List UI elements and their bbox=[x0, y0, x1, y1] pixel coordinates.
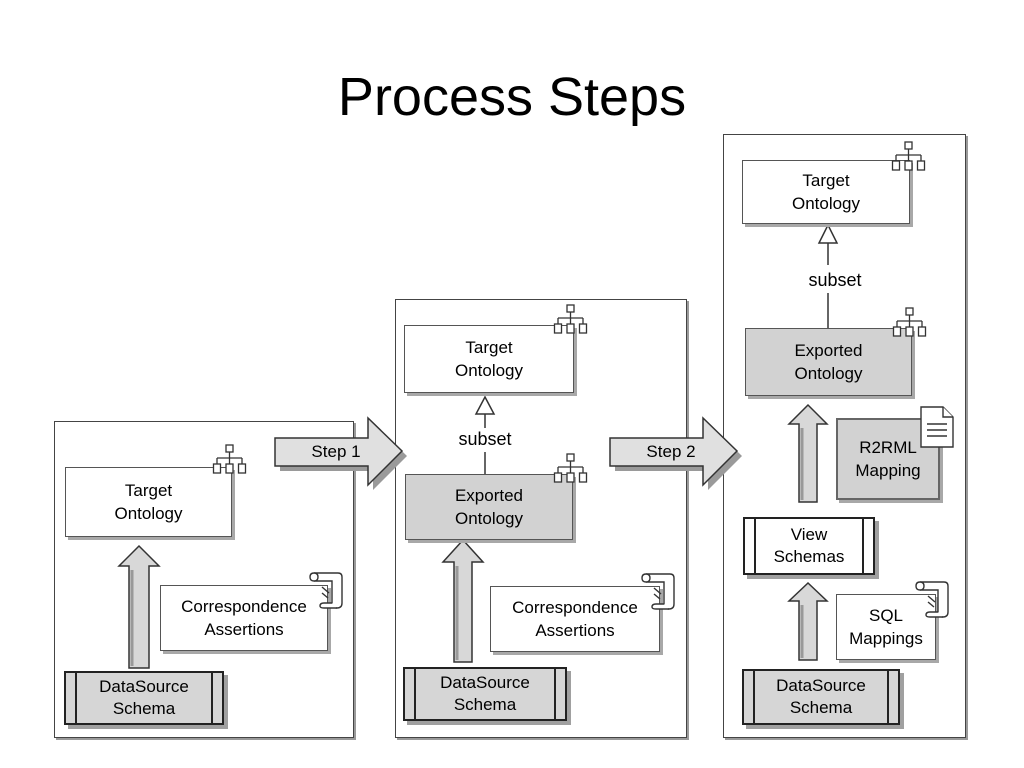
box-label: Ontology bbox=[114, 504, 183, 523]
box-label: Ontology bbox=[791, 194, 861, 213]
generalization-triangle bbox=[474, 395, 496, 415]
box-label: Mapping bbox=[855, 461, 921, 480]
correspondence-assertions-box: Correspondence Assertions bbox=[160, 585, 328, 651]
datasource-schema-box: DataSource Schema bbox=[742, 669, 900, 725]
exported-ontology-box: Exported Ontology bbox=[745, 328, 912, 396]
box-label: SQL bbox=[868, 606, 904, 625]
box-label: Assertions bbox=[535, 621, 615, 640]
box-label: Schema bbox=[789, 698, 853, 717]
box-label: Schema bbox=[453, 695, 517, 714]
box-label: R2RML bbox=[859, 438, 917, 457]
box-label: View bbox=[790, 525, 828, 544]
target-ontology-box: Target Ontology bbox=[404, 325, 574, 393]
subset-label: subset bbox=[808, 270, 862, 290]
up-arrow bbox=[787, 581, 829, 661]
sql-mappings-box: SQL Mappings bbox=[836, 594, 936, 660]
box-label: DataSource bbox=[776, 676, 866, 695]
box-label: Target bbox=[802, 171, 850, 190]
up-arrow bbox=[117, 544, 161, 669]
box-label: DataSource bbox=[99, 677, 189, 696]
box-label: Correspondence bbox=[181, 597, 307, 616]
datasource-schema-box: DataSource Schema bbox=[64, 671, 224, 725]
generalization-triangle bbox=[817, 223, 839, 244]
target-ontology-box: Target Ontology bbox=[65, 467, 232, 537]
datasource-schema-box: DataSource Schema bbox=[403, 667, 567, 721]
box-label: Target bbox=[124, 481, 173, 500]
hierarchy-icon bbox=[553, 453, 588, 483]
exported-ontology-box: Exported Ontology bbox=[405, 474, 573, 540]
box-label: Assertions bbox=[204, 620, 284, 639]
view-schemas-box: View Schemas bbox=[743, 517, 875, 575]
box-label: Target bbox=[465, 338, 513, 357]
box-label: Schema bbox=[112, 699, 176, 718]
hierarchy-icon bbox=[553, 304, 588, 334]
document-icon bbox=[920, 406, 954, 448]
scroll-icon bbox=[309, 572, 343, 609]
hierarchy-icon bbox=[212, 444, 247, 474]
correspondence-assertions-box: Correspondence Assertions bbox=[490, 586, 660, 652]
scroll-icon bbox=[915, 581, 949, 618]
subset-label: subset bbox=[458, 429, 512, 449]
page-title: Process Steps bbox=[337, 67, 687, 127]
step-1-arrow bbox=[274, 416, 407, 490]
box-label: Ontology bbox=[454, 361, 524, 380]
step-2-label: Step 2 bbox=[646, 442, 696, 461]
box-label: Exported bbox=[454, 486, 524, 505]
hierarchy-icon bbox=[892, 307, 927, 337]
hierarchy-icon bbox=[891, 141, 926, 171]
step-1-label: Step 1 bbox=[311, 442, 361, 461]
box-label: DataSource bbox=[440, 673, 530, 692]
box-label: Mappings bbox=[849, 629, 923, 648]
target-ontology-box: Target Ontology bbox=[742, 160, 910, 224]
up-arrow bbox=[787, 403, 829, 503]
box-label: Schemas bbox=[773, 547, 845, 566]
box-label: Exported bbox=[794, 341, 863, 360]
box-label: Ontology bbox=[454, 509, 524, 528]
scroll-icon bbox=[641, 573, 675, 610]
step-2-arrow bbox=[609, 416, 742, 490]
up-arrow bbox=[441, 538, 485, 663]
box-label: Correspondence bbox=[512, 598, 638, 617]
box-label: Ontology bbox=[794, 364, 863, 383]
